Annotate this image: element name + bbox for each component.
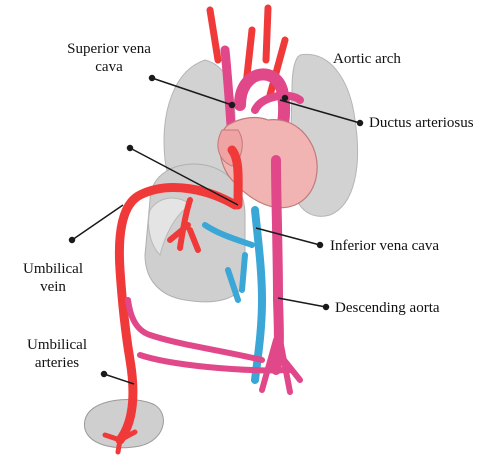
label-aortic-arch: Aortic arch (333, 50, 401, 68)
leader-dot (283, 96, 288, 101)
leader-inferior-vena-cava (256, 228, 320, 245)
leader-dot (102, 372, 107, 377)
label-inferior-vena-cava: Inferior vena cava (330, 237, 439, 255)
label-umbilical-arteries: Umbilical arteries (14, 336, 100, 372)
label-descending-aorta: Descending aorta (335, 299, 440, 317)
label-superior-vena-cava: Superior vena cava (50, 40, 168, 76)
label-umbilical-vein: Umbilical vein (12, 260, 94, 296)
leader-dot (230, 103, 235, 108)
leader-umbilical-vein (72, 205, 123, 240)
leader-dot (150, 76, 155, 81)
inferior-vena-cava-vessel (255, 210, 262, 380)
leader-descending-aorta (278, 298, 326, 307)
leader-dot (318, 243, 323, 248)
leader-dot (128, 146, 133, 151)
leader-dot (70, 238, 75, 243)
leader-dot (324, 305, 329, 310)
leader-dot (358, 121, 363, 126)
label-ductus-arteriosus: Ductus arteriosus (369, 114, 474, 132)
